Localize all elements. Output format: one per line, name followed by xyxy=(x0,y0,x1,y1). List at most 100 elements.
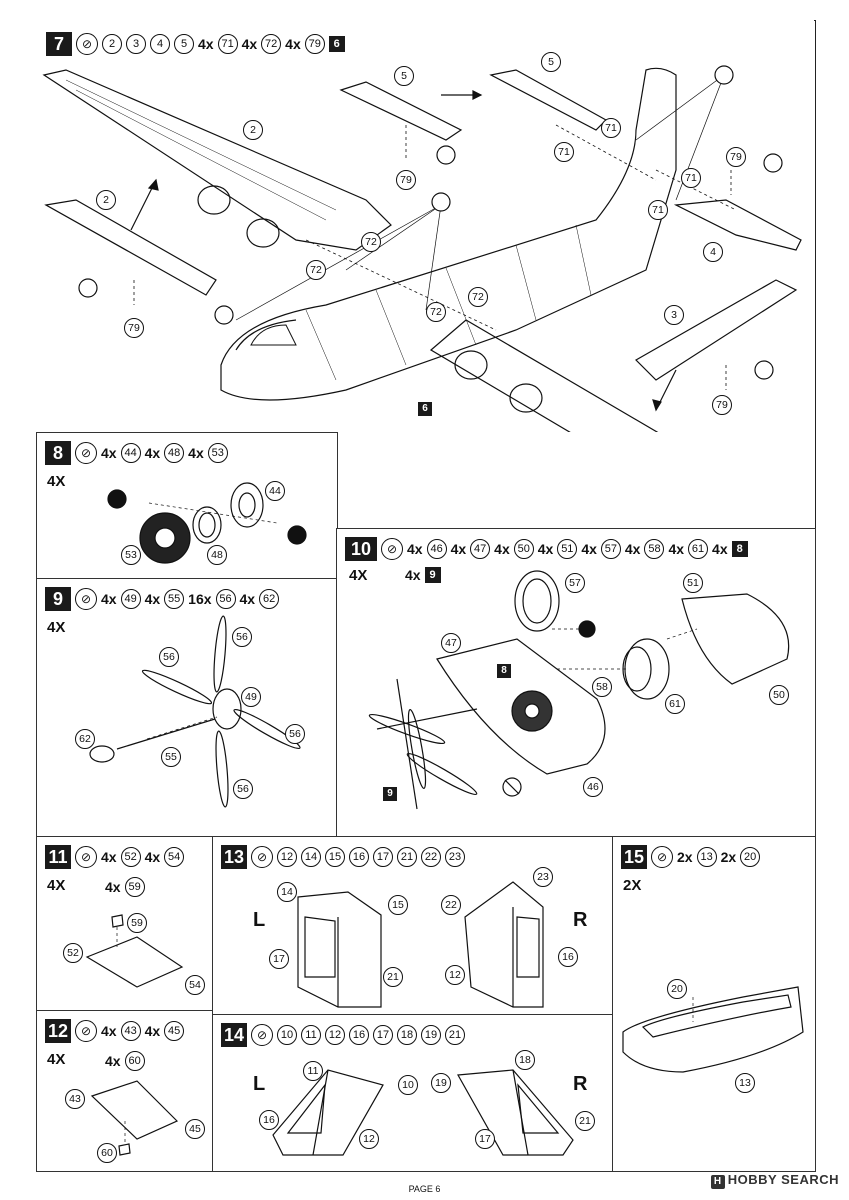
step-multiplier: 4X xyxy=(349,567,368,584)
part-callout: 45 xyxy=(185,1119,205,1139)
part-callout: 61 xyxy=(665,694,685,714)
part-callout: 72 xyxy=(361,232,381,252)
quantity: 4x xyxy=(101,1023,117,1039)
part-number: 58 xyxy=(644,539,665,559)
part-assembly-drawing xyxy=(297,881,544,1008)
part-number: 62 xyxy=(259,589,280,609)
part-number: 79 xyxy=(304,34,325,54)
part-callout: 79 xyxy=(396,170,416,190)
part-callout: 49 xyxy=(241,687,261,707)
step-9-panel: 9 ⊘ 4x 49 4x 55 16x 56 4x 62 4X 56 56 49… xyxy=(36,578,338,838)
part-callout: 71 xyxy=(648,200,668,220)
step-number: 7 xyxy=(46,32,72,56)
part-callout: 59 xyxy=(127,913,147,933)
subassembly-box: 9 xyxy=(383,787,397,801)
part-callout: 5 xyxy=(541,52,561,72)
step-9-header: 9 ⊘ 4x 49 4x 55 16x 56 4x 62 xyxy=(45,587,280,611)
part-callout: 60 xyxy=(97,1143,117,1163)
quantity: 4x xyxy=(450,541,467,557)
step-14-header: 14 ⊘ 10 11 12 16 17 18 19 21 xyxy=(221,1023,465,1047)
part-callout: 44 xyxy=(265,481,285,501)
page-number: PAGE 6 xyxy=(408,1184,441,1194)
quantity: 4x xyxy=(407,541,423,557)
part-number: 49 xyxy=(120,589,141,609)
part-number: 45 xyxy=(164,1021,185,1041)
step-10-header: 10 ⊘ 4x 46 4x 47 4x 50 4x 51 4x 57 4x 58… xyxy=(345,537,748,561)
part-callout: 2 xyxy=(96,190,116,210)
part-number: 16 xyxy=(349,1025,369,1045)
step-number: 14 xyxy=(221,1023,247,1047)
part-callout: 19 xyxy=(431,1073,451,1093)
step-multiplier: 4X xyxy=(47,473,66,490)
quantity: 4x xyxy=(241,36,258,52)
part-number: 20 xyxy=(740,847,761,867)
part-number: 23 xyxy=(445,847,465,867)
part-number: 12 xyxy=(325,1025,345,1045)
part-callout: 20 xyxy=(667,979,687,999)
part-callout: 71 xyxy=(681,168,701,188)
part-callout: 12 xyxy=(445,965,465,985)
glue-icon: ⊘ xyxy=(75,1020,97,1042)
part-callout: 17 xyxy=(475,1129,495,1149)
quantity: 4x xyxy=(494,541,510,557)
part-callout: 62 xyxy=(75,729,95,749)
glue-icon: ⊘ xyxy=(251,846,273,868)
part-number: 19 xyxy=(421,1025,441,1045)
part-callout: 72 xyxy=(426,302,446,322)
part-callout: 52 xyxy=(63,943,83,963)
right-side-label: R xyxy=(573,909,588,931)
part-callout: 16 xyxy=(558,947,578,967)
part-callout: 12 xyxy=(359,1129,379,1149)
part-callout: 48 xyxy=(207,545,227,565)
left-side-label: L xyxy=(253,909,266,931)
quantity: 4x xyxy=(105,879,121,895)
part-callout: 79 xyxy=(712,395,732,415)
quantity: 4x xyxy=(144,849,161,865)
part-number: 46 xyxy=(426,539,447,559)
part-callout: 3 xyxy=(664,305,684,325)
part-number: 16 xyxy=(349,847,369,867)
step-15-panel: 15 ⊘ 2x 13 2x 20 2X 20 13 xyxy=(612,836,816,1172)
part-number: 44 xyxy=(120,443,141,463)
quantity: 4x xyxy=(581,541,597,557)
step-10-panel: 10 ⊘ 4x 46 4x 47 4x 50 4x 51 4x 57 4x 58… xyxy=(336,528,816,838)
quantity: 2x xyxy=(720,849,737,865)
part-callout: 5 xyxy=(394,66,414,86)
part-number: 53 xyxy=(207,443,228,463)
step-7-panel: 7 ⊘ 2 3 4 5 4x 71 4x 72 4x 79 6 xyxy=(36,20,814,432)
part-callout: 58 xyxy=(592,677,612,697)
part-callout: 47 xyxy=(441,633,461,653)
step-reference: 6 xyxy=(328,36,345,52)
part-callout: 11 xyxy=(303,1061,323,1081)
part-number: 22 xyxy=(421,847,441,867)
part-callout: 54 xyxy=(185,975,205,995)
step-multiplier: 4X xyxy=(47,877,66,894)
step-14-panel: 14 ⊘ 10 11 12 16 17 18 19 21 L R 11 10 1… xyxy=(212,1014,614,1172)
glue-icon: ⊘ xyxy=(76,33,98,55)
part-number: 57 xyxy=(600,539,621,559)
quantity: 4x xyxy=(668,541,685,557)
step-7-header: 7 ⊘ 2 3 4 5 4x 71 4x 72 4x 79 6 xyxy=(46,32,345,56)
step-8-panel: 8 ⊘ 4x 44 4x 48 4x 53 4X 44 48 53 xyxy=(36,432,338,580)
step-number: 13 xyxy=(221,845,247,869)
quantity: 4x xyxy=(101,591,117,607)
part-number: 2 xyxy=(102,34,122,54)
step-reference-box: 6 xyxy=(418,402,432,416)
quantity: 4x xyxy=(537,541,554,557)
part-assembly-drawing xyxy=(622,986,804,1073)
part-number: 14 xyxy=(301,847,321,867)
quantity: 4x xyxy=(144,591,161,607)
quantity: 4x xyxy=(198,36,214,52)
quantity: 4x xyxy=(101,849,117,865)
part-callout: 4 xyxy=(703,242,723,262)
glue-icon: ⊘ xyxy=(75,442,97,464)
subassembly-ref: 4x 9 xyxy=(405,567,441,583)
part-number: 61 xyxy=(688,539,709,559)
part-number: 47 xyxy=(470,539,491,559)
part-callout: 15 xyxy=(388,895,408,915)
part-quantity-row: 4x 59 xyxy=(105,877,145,897)
part-callout: 17 xyxy=(269,949,289,969)
step-8-header: 8 ⊘ 4x 44 4x 48 4x 53 xyxy=(45,441,228,465)
part-number: 71 xyxy=(217,34,238,54)
glue-icon: ⊘ xyxy=(381,538,403,560)
